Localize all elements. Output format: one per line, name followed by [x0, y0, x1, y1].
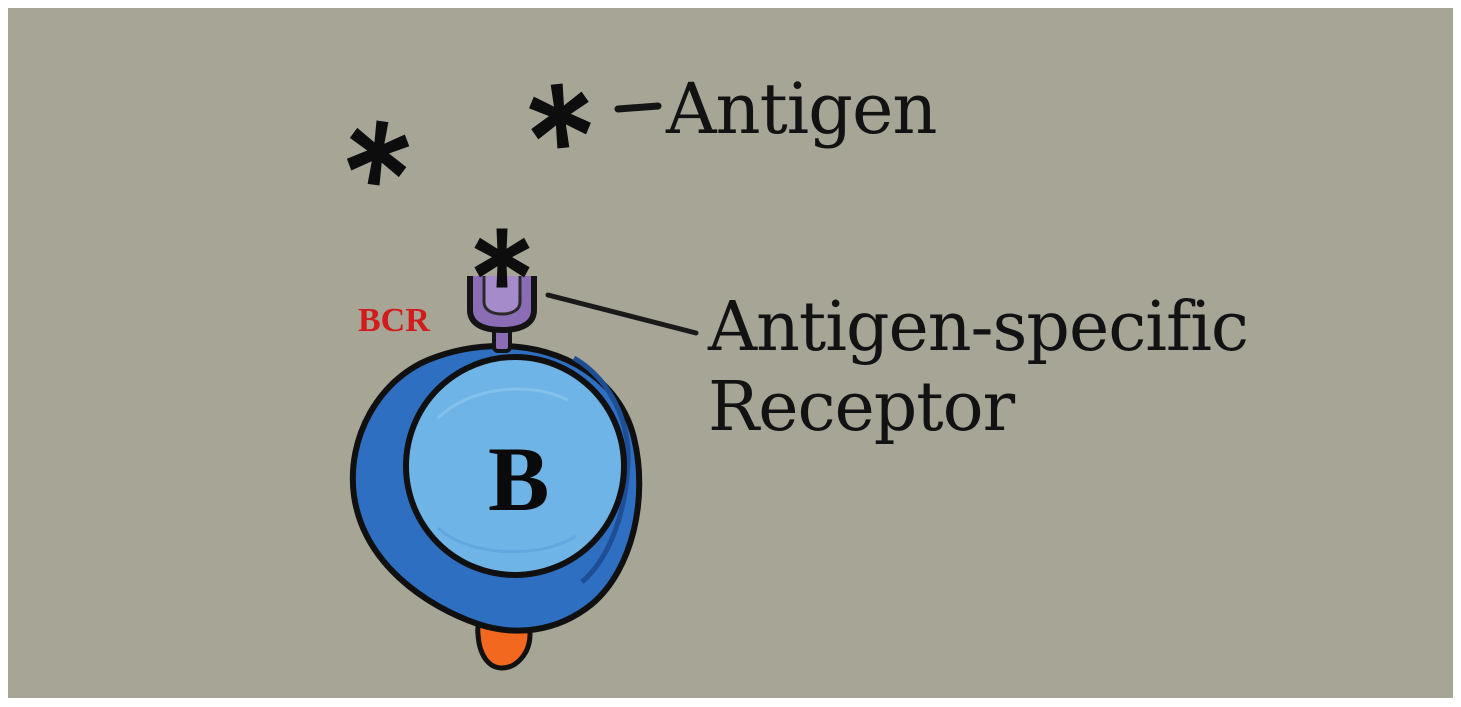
receptor-label-line1: Antigen-specific	[708, 288, 1248, 368]
antigen-pointer-line	[618, 106, 658, 109]
antigen-star-icon	[344, 117, 412, 189]
antigen-label: Antigen	[666, 74, 936, 144]
receptor-label-line2: Receptor	[708, 368, 1248, 448]
bcr-label: BCR	[358, 304, 430, 338]
diagram-canvas: Antigen Antigen-specific Receptor BCR B	[8, 8, 1453, 698]
cell-letter-label: B	[488, 433, 549, 525]
receptor-label: Antigen-specific Receptor	[708, 288, 1248, 448]
receptor-pointer-line	[548, 295, 696, 333]
antigen-star-icon	[527, 81, 593, 151]
